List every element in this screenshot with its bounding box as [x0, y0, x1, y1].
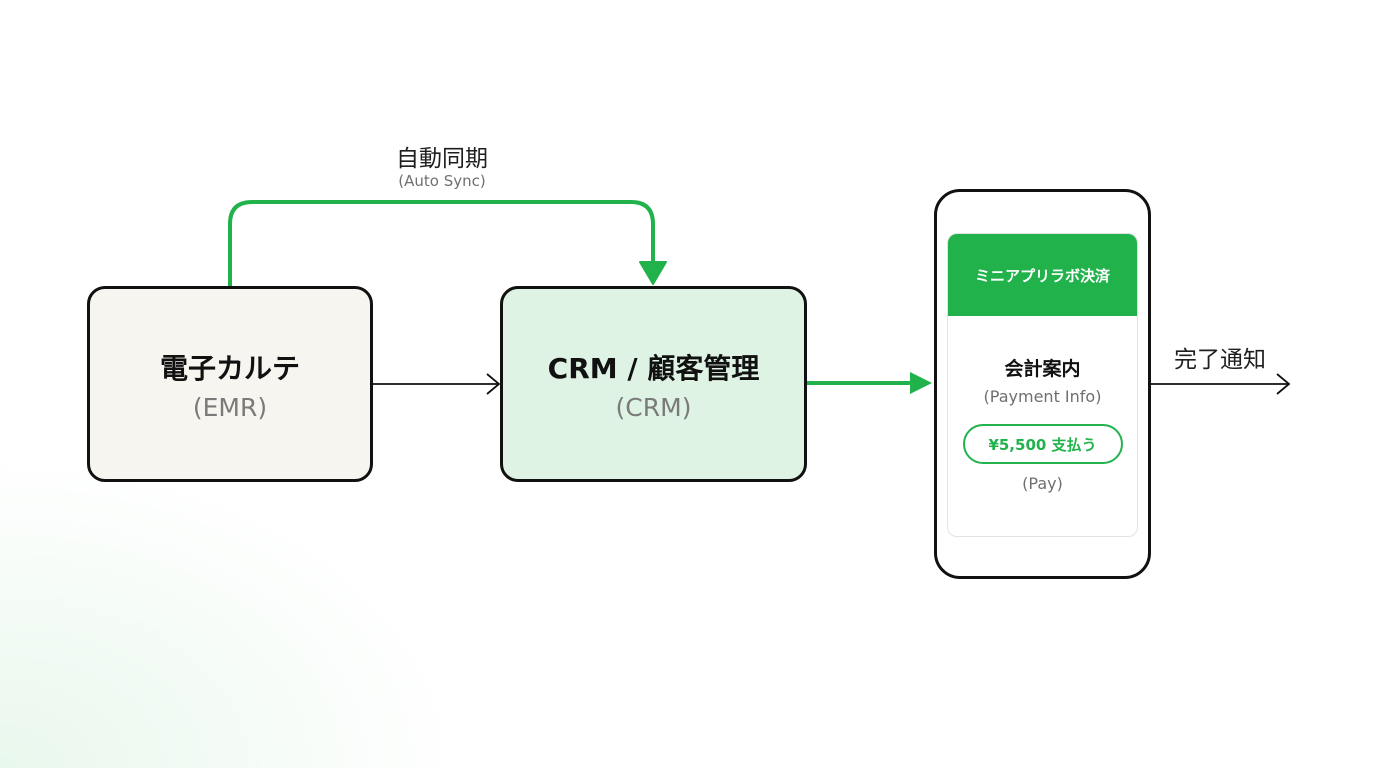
completion-notice-label: 完了通知 — [1174, 347, 1266, 373]
auto-sync-label: 自動同期 — [396, 146, 488, 172]
emr-title: 電子カルテ — [159, 351, 300, 385]
crm-node: CRM / 顧客管理 (CRM) — [500, 286, 807, 482]
emr-node: 電子カルテ (EMR) — [87, 286, 373, 482]
pay-sublabel: (Pay) — [1022, 474, 1063, 493]
phone-screen: ミニアプリラボ決済 会計案内 (Payment Info) ¥5,500 支払う… — [947, 233, 1138, 537]
payment-info-subtitle: (Payment Info) — [983, 387, 1102, 406]
crm-title: CRM / 顧客管理 — [547, 351, 760, 385]
emr-to-crm-arrowhead — [486, 373, 501, 395]
emr-subtitle: (EMR) — [192, 392, 268, 422]
phone-to-complete-arrowhead — [1276, 373, 1291, 395]
payment-info-title: 会計案内 — [1004, 358, 1081, 380]
phone-mockup: ミニアプリラボ決済 会計案内 (Payment Info) ¥5,500 支払う… — [934, 189, 1151, 579]
auto-sync-sublabel: (Auto Sync) — [398, 172, 486, 190]
pay-button[interactable]: ¥5,500 支払う — [962, 424, 1123, 464]
payment-app-header: ミニアプリラボ決済 — [948, 234, 1137, 316]
auto-sync-arrowhead — [639, 261, 667, 285]
auto-sync-arrow — [228, 200, 655, 288]
crm-subtitle: (CRM) — [615, 392, 692, 422]
crm-to-phone-arrowhead — [910, 372, 932, 394]
